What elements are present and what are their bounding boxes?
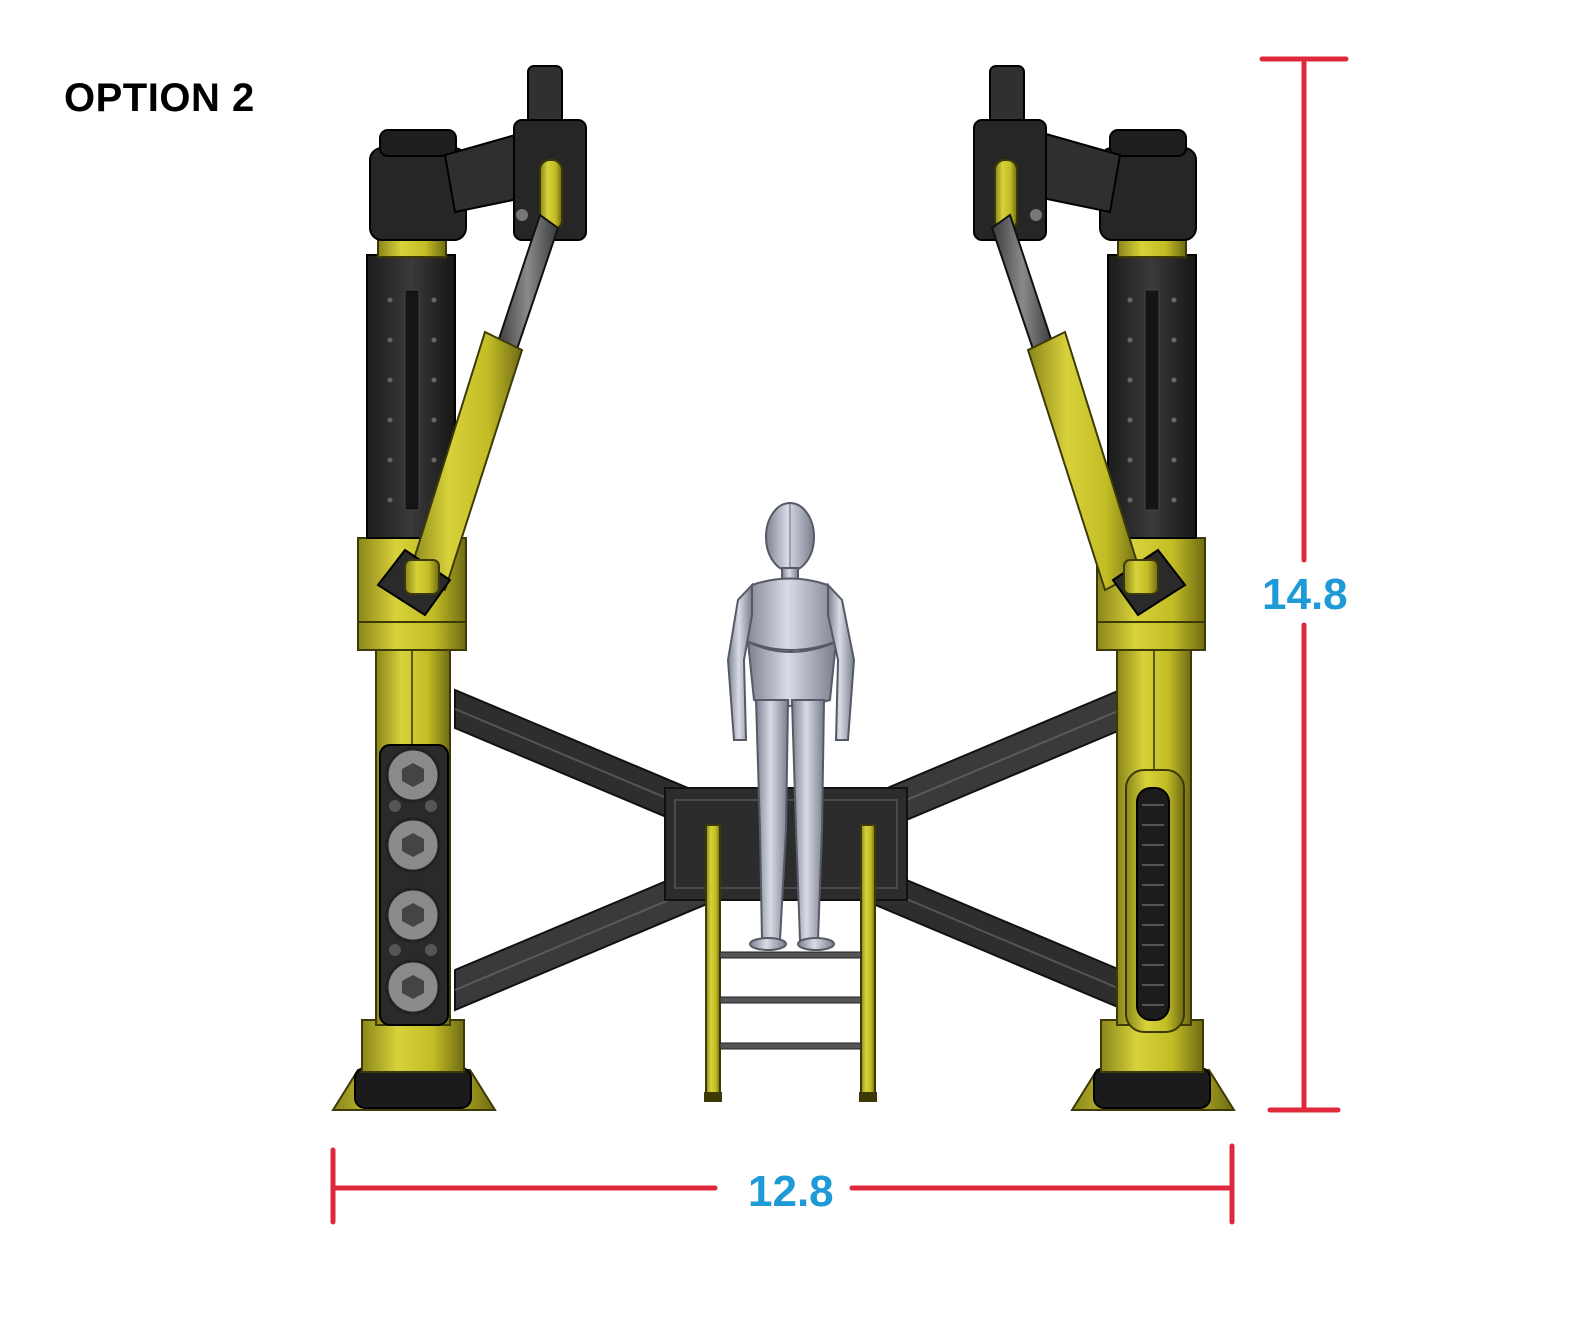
height-dimension-line xyxy=(1259,56,1349,1113)
height-dimension-label: 14.8 xyxy=(1262,570,1348,619)
right-column xyxy=(973,65,1236,1111)
access-ladder xyxy=(704,824,877,1102)
width-dimension-label: 12.8 xyxy=(748,1167,834,1216)
left-column xyxy=(331,65,587,1111)
page-title: OPTION 2 xyxy=(64,76,255,120)
human-scale-figure xyxy=(726,502,856,951)
width-dimension-line xyxy=(330,1143,1235,1225)
